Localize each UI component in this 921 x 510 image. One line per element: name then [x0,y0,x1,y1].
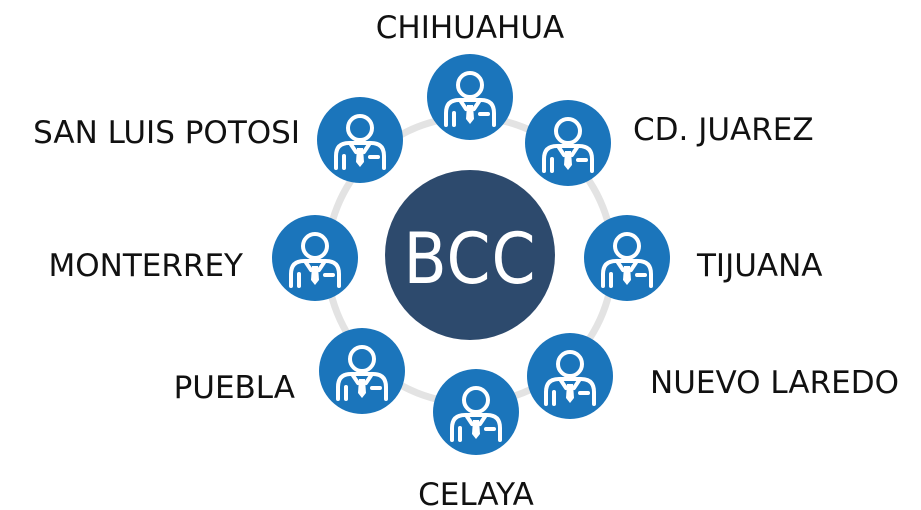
city-label-cd-juarez: CD. JUAREZ [633,112,814,148]
city-label-tijuana: TIJUANA [696,248,823,284]
city-label-nuevo-laredo: NUEVO LAREDO [650,365,899,401]
city-label-chihuahua: CHIHUAHUA [376,10,565,46]
node-chihuahua: CHIHUAHUA [376,10,565,140]
city-label-celaya: CELAYA [418,477,534,510]
businessman-icon [542,117,594,173]
node-nuevo-laredo: NUEVO LAREDO [527,333,899,419]
center-label: BCC [404,218,537,300]
node-monterrey: MONTERREY [49,215,358,301]
city-label-monterrey: MONTERREY [49,248,244,284]
nodes-layer: CHIHUAHUA CD. JUAREZ TIJUANA NUEVO LAREDO CE… [33,10,899,510]
city-label-puebla: PUEBLA [174,370,295,406]
city-label-san-luis-potosi: SAN LUIS POTOSI [33,115,300,151]
node-tijuana: TIJUANA [584,215,823,301]
businessman-icon [450,386,502,442]
businessman-icon [336,345,388,401]
node-san-luis-potosi: SAN LUIS POTOSI [33,97,403,183]
businessman-icon [289,232,341,288]
center-hub [385,170,555,340]
node-puebla: PUEBLA [174,328,405,414]
businessman-icon [334,114,386,170]
node-cd-juarez: CD. JUAREZ [525,100,814,186]
businessman-icon [544,350,596,406]
businessman-icon [601,232,653,288]
node-celaya: CELAYA [418,369,534,510]
businessman-icon [444,71,496,127]
